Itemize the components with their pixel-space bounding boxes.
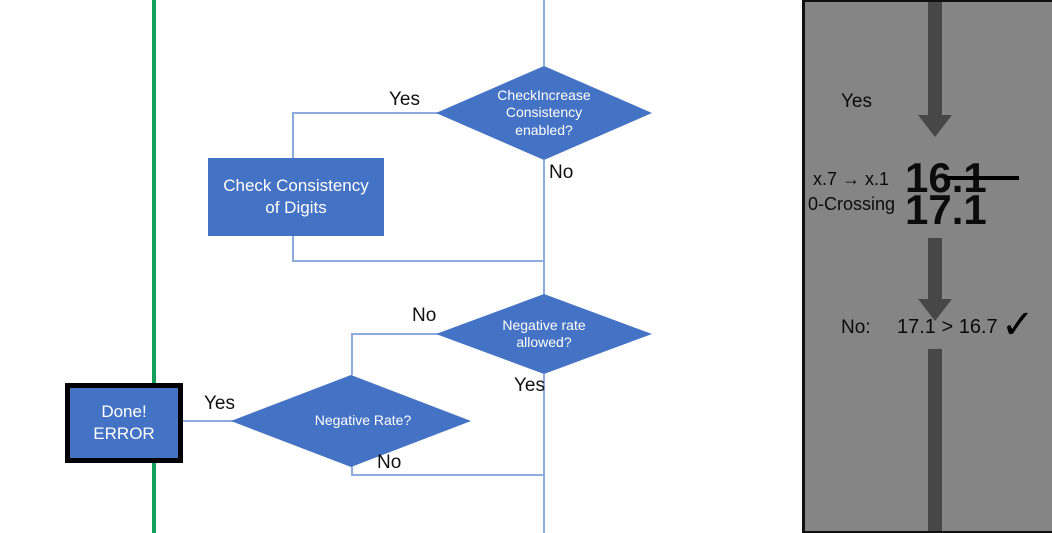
connector-neg-allowed-no-v: [351, 333, 353, 375]
connector-consistency-yes-v: [292, 112, 294, 160]
panel-conclusion-comparison: 17.1 > 16.7: [897, 316, 998, 338]
edge-label-neg-allowed-no: No: [412, 305, 437, 326]
arrow-head-middle: [918, 299, 952, 321]
connector-neg-allowed-no-h: [351, 333, 438, 335]
connector-consistency-yes-h: [292, 112, 438, 114]
connector-consistency-return-h: [292, 260, 545, 262]
node-label-line: allowed?: [516, 334, 572, 350]
node-negative-rate[interactable]: Negative Rate?: [231, 375, 471, 467]
node-label-line: Negative Rate?: [314, 412, 412, 429]
decision-diamond-shape: [436, 294, 652, 374]
node-label-line: CheckIncrease: [497, 86, 591, 103]
node-label: Negative rate allowed?: [502, 317, 585, 352]
decision-diamond-shape: [436, 66, 652, 160]
panel-conclusion-prefix: No:: [841, 317, 871, 338]
checkmark-icon: ✓: [1001, 303, 1035, 347]
node-check-consistency-of-digits[interactable]: Check Consistency of Digits: [208, 158, 384, 236]
node-label-line: Done!: [101, 402, 147, 422]
arrow-shaft-top: [928, 2, 942, 117]
edge-label-neg-rate-no: No: [377, 452, 402, 473]
annotation-panel: Yes x.7 → x.1 16.1 0-Crossing 17.1 No: 1…: [802, 0, 1052, 533]
edge-label-consistency-no: No: [549, 162, 574, 183]
connector-consistency-return-v: [292, 234, 294, 262]
arrow-shaft-bottom: [928, 349, 942, 531]
connector-consistency-no: [543, 160, 545, 295]
connector-neg-rate-no-h: [351, 474, 545, 476]
node-label-line: Negative rate: [502, 316, 586, 333]
edge-label-neg-allowed-yes: Yes: [514, 375, 545, 396]
panel-row-label-1: 0-Crossing: [808, 194, 896, 214]
decision-diamond-shape: [231, 375, 471, 467]
strikethrough-mark: [944, 176, 1019, 180]
connector-neg-rate-yes: [172, 420, 234, 422]
node-label-line: enabled?: [515, 121, 573, 138]
edge-label-neg-rate-yes: Yes: [204, 393, 235, 414]
panel-label-yes: Yes: [841, 91, 872, 112]
node-label-line: of Digits: [265, 198, 327, 217]
edge-label-consistency-yes: Yes: [389, 89, 420, 110]
arrow-shaft-middle: [928, 238, 942, 302]
node-label-line: ERROR: [93, 424, 155, 443]
node-label: CheckIncrease Consistency enabled?: [497, 87, 590, 140]
node-done-error[interactable]: Done! ERROR: [65, 383, 183, 463]
panel-row-value-0: 16.1: [905, 154, 1052, 202]
node-label-line: Consistency: [505, 104, 583, 121]
green-marker-line: [152, 0, 156, 533]
node-label-line: Check Consistency: [223, 175, 369, 195]
connector-neg-allowed-yes: [543, 374, 545, 533]
node-negative-rate-allowed[interactable]: Negative rate allowed?: [436, 294, 652, 374]
arrow-head-top: [918, 115, 952, 137]
panel-row-value-1: 17.1: [905, 186, 987, 233]
node-label: Negative Rate?: [315, 412, 412, 430]
panel-row-label-0: x.7 → x.1: [813, 169, 890, 189]
connector-top-spine: [543, 0, 545, 66]
node-check-increase-consistency[interactable]: CheckIncrease Consistency enabled?: [436, 66, 652, 160]
node-label: Check Consistency of Digits: [223, 175, 369, 219]
